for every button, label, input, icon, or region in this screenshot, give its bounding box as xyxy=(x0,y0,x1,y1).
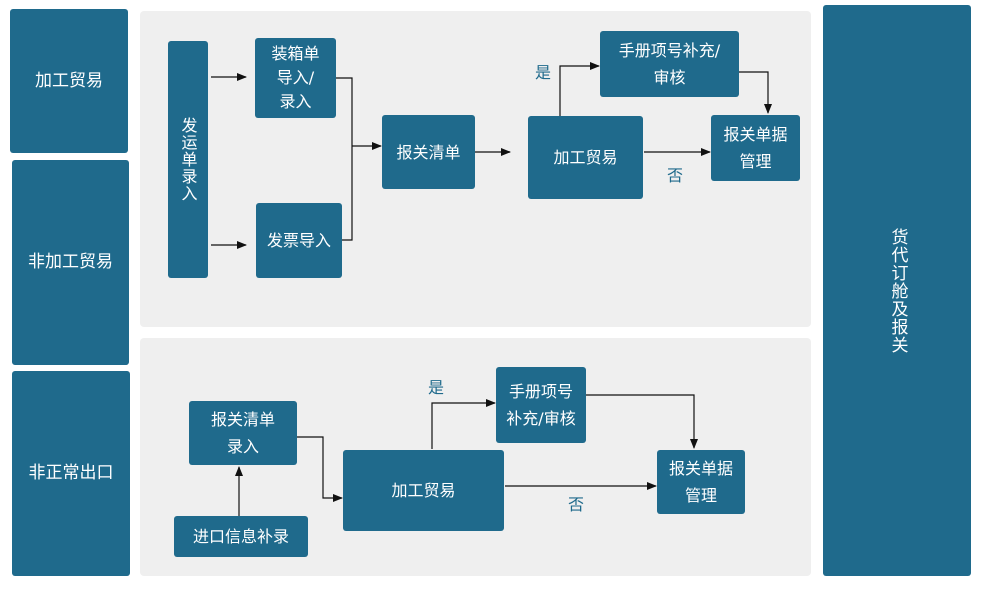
sidebar-item-abnormal-export: 非正常出口 xyxy=(12,371,130,576)
sidebar-item-non-processing-trade: 非加工贸易 xyxy=(12,160,129,365)
node-label: 进口信息补录 xyxy=(192,527,289,546)
node-processing-trade-decision: 加工贸易 xyxy=(528,116,643,199)
connector-packing-out xyxy=(336,77,353,146)
node-label: 发票导入 xyxy=(266,231,331,250)
node-manual-supplement-audit: 手册项号补充/ 审核 xyxy=(600,31,739,97)
label-yes: 是 xyxy=(535,63,552,82)
node-packing-list-import: 装箱单 导入/ 录入 xyxy=(255,38,336,118)
node-processing-trade-decision-b: 加工贸易 xyxy=(343,450,504,531)
sidebar-item-label: 加工贸易 xyxy=(35,70,103,91)
node-import-info-supplement: 进口信息补录 xyxy=(174,516,308,557)
connector-invoice-out xyxy=(342,146,353,241)
node-customs-docs-management: 报关单据 管理 xyxy=(711,115,800,181)
node-label: 加工贸易 xyxy=(553,148,618,167)
node-invoice-import: 发票导入 xyxy=(256,203,342,278)
label-no: 否 xyxy=(667,166,684,185)
node-manual-supplement-audit-b: 手册项号 补充/审核 xyxy=(496,367,586,443)
arrow-manual-b-to-docs xyxy=(586,394,698,449)
node-customs-list-entry: 报关清单 录入 xyxy=(189,401,297,465)
arrow-trade-yes-to-manual xyxy=(559,62,600,116)
label-yes-b: 是 xyxy=(428,378,445,397)
arrow-list-entry-to-trade xyxy=(297,436,343,502)
freight-booking-customs-label: 货代订舱及报关 xyxy=(887,227,908,354)
node-customs-list: 报关清单 xyxy=(382,115,475,189)
sidebar-item-label: 非正常出口 xyxy=(28,463,114,483)
node-customs-docs-management-b: 报关单据 管理 xyxy=(657,450,745,514)
node-label: 报关清单 xyxy=(396,142,461,162)
sidebar-item-label: 非加工贸易 xyxy=(28,252,113,272)
label-no-b: 否 xyxy=(568,495,585,514)
sidebar-item-processing-trade: 加工贸易 xyxy=(10,9,128,153)
node-label: 发运单录入 xyxy=(178,117,198,202)
arrow-trade-yes-to-manual-b xyxy=(431,399,496,449)
arrow-manual-to-docs xyxy=(739,71,772,114)
node-label: 加工贸易 xyxy=(391,481,456,500)
freight-booking-customs-panel: 货代订舱及报关 xyxy=(823,5,971,576)
node-shipment-entry: 发运单录入 xyxy=(168,41,208,278)
